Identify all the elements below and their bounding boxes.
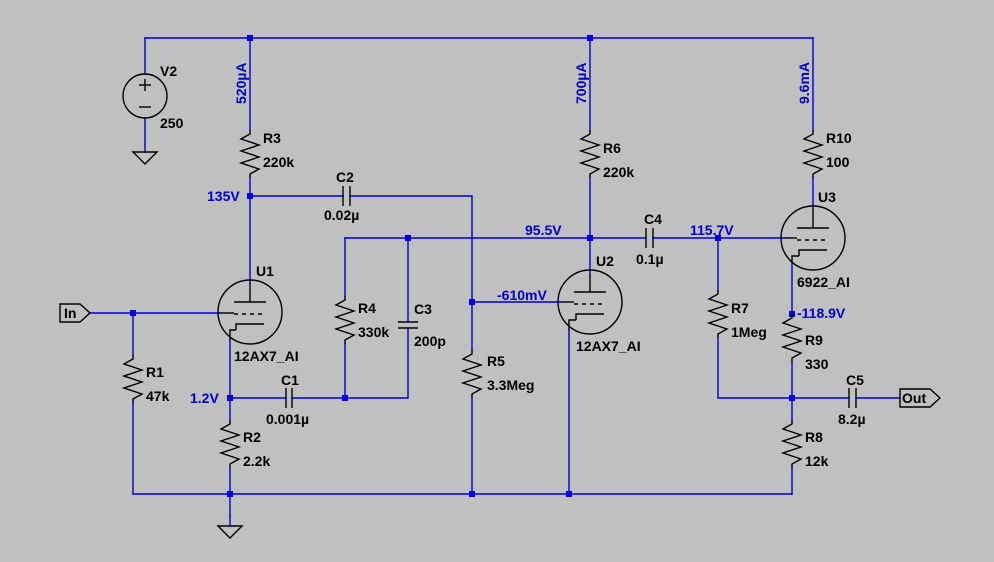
u2-name: U2 <box>596 253 614 269</box>
r6-name: R6 <box>603 140 621 156</box>
current-r6-label: 700µA <box>573 62 589 104</box>
r10-value: 100 <box>826 154 850 170</box>
r3-name: R3 <box>263 130 281 146</box>
voltage-u1-cathode-label: 1.2V <box>190 390 219 406</box>
resistor-r4[interactable]: R4 330k <box>333 296 389 344</box>
r4-name: R4 <box>358 300 376 316</box>
c5-value: 8.2µ <box>838 411 866 427</box>
c3-name: C3 <box>414 301 432 317</box>
voltage-u1-plate-label: 135V <box>207 188 240 204</box>
triode-u2[interactable]: U2 12AX7_AI <box>557 253 641 354</box>
junction-dot <box>566 491 572 497</box>
wires <box>89 37 901 517</box>
r8-value: 12k <box>805 453 829 469</box>
junction-dot <box>247 193 253 199</box>
resistor-r6[interactable]: R6 220k <box>578 130 634 180</box>
ground-icon <box>216 525 244 539</box>
resistor-r1[interactable]: R1 47k <box>121 355 170 404</box>
r1-value: 47k <box>146 388 170 404</box>
r10-name: R10 <box>826 130 852 146</box>
current-r3-label: 520µA <box>233 62 249 104</box>
junction-dot <box>789 395 795 401</box>
r7-value: 1Meg <box>731 324 767 340</box>
voltage-u3-grid-label: 115.7V <box>690 222 734 238</box>
input-port[interactable]: In <box>59 303 92 323</box>
c5-name: C5 <box>846 372 864 388</box>
junctions <box>130 35 795 497</box>
v2-value: 250 <box>160 115 184 131</box>
triode-u3[interactable]: U3 6922_AI <box>780 189 850 290</box>
r7-name: R7 <box>731 300 749 316</box>
c1-name: C1 <box>281 372 299 388</box>
r5-value: 3.3Meg <box>487 377 534 393</box>
input-port-label: In <box>64 305 76 321</box>
resistor-r7[interactable]: R7 1Meg <box>706 290 767 340</box>
output-port[interactable]: Out <box>899 388 942 408</box>
junction-dot <box>227 395 233 401</box>
capacitor-c5[interactable]: C5 8.2µ <box>838 372 866 427</box>
capacitor-c1[interactable]: C1 0.001µ <box>266 372 309 427</box>
r9-name: R9 <box>805 332 823 348</box>
junction-dot <box>227 491 233 497</box>
resistor-r3[interactable]: R3 220k <box>238 130 294 178</box>
c3-value: 200p <box>414 333 446 349</box>
current-r10-label: 9.6mA <box>796 62 812 104</box>
voltage-u2-plate-label: 95.5V <box>525 222 562 238</box>
u2-value: 12AX7_AI <box>576 338 641 354</box>
resistor-r2[interactable]: R2 2.2k <box>218 420 270 469</box>
r4-value: 330k <box>358 324 389 340</box>
r9-value: 330 <box>805 356 829 372</box>
capacitor-c4[interactable]: C4 0.1µ <box>636 211 664 267</box>
c4-value: 0.1µ <box>636 251 664 267</box>
r2-name: R2 <box>243 429 261 445</box>
resistor-r5[interactable]: R5 3.3Meg <box>460 350 534 398</box>
junction-dot <box>247 35 253 41</box>
u1-name: U1 <box>256 263 274 279</box>
junction-dot <box>130 310 136 316</box>
c2-name: C2 <box>336 169 354 185</box>
resistor-r10[interactable]: R10 100 <box>801 130 852 178</box>
u3-value: 6922_AI <box>797 274 850 290</box>
junction-dot <box>342 395 348 401</box>
r6-value: 220k <box>603 164 634 180</box>
r8-name: R8 <box>805 429 823 445</box>
c1-value: 0.001µ <box>266 411 309 427</box>
output-port-label: Out <box>902 390 926 406</box>
junction-dot <box>405 235 411 241</box>
triode-u1[interactable]: U1 12AX7_AI <box>217 263 299 364</box>
r5-name: R5 <box>487 353 505 369</box>
r3-value: 220k <box>263 154 294 170</box>
capacitor-c2[interactable]: C2 0.02µ <box>324 169 359 223</box>
c4-name: C4 <box>644 211 662 227</box>
junction-dot <box>587 35 593 41</box>
capacitor-c3[interactable]: C3 200p <box>398 301 446 349</box>
u3-name: U3 <box>818 189 836 205</box>
junction-dot <box>715 235 721 241</box>
junction-dot <box>469 491 475 497</box>
resistor-r9[interactable]: R9 330 <box>780 314 829 372</box>
v2-name: V2 <box>160 63 177 79</box>
voltage-source-v2[interactable]: V2 250 <box>122 63 184 165</box>
ground-icon <box>131 151 159 165</box>
junction-dot <box>469 299 475 305</box>
junction-dot <box>587 235 593 241</box>
voltage-u2-grid-label: -610mV <box>497 287 547 303</box>
voltage-u3-cathode-label: -118.9V <box>797 305 846 321</box>
c2-value: 0.02µ <box>324 207 359 223</box>
r2-value: 2.2k <box>243 453 270 469</box>
u1-value: 12AX7_AI <box>234 348 299 364</box>
resistor-r8[interactable]: R8 12k <box>780 420 829 469</box>
r1-name: R1 <box>146 364 164 380</box>
